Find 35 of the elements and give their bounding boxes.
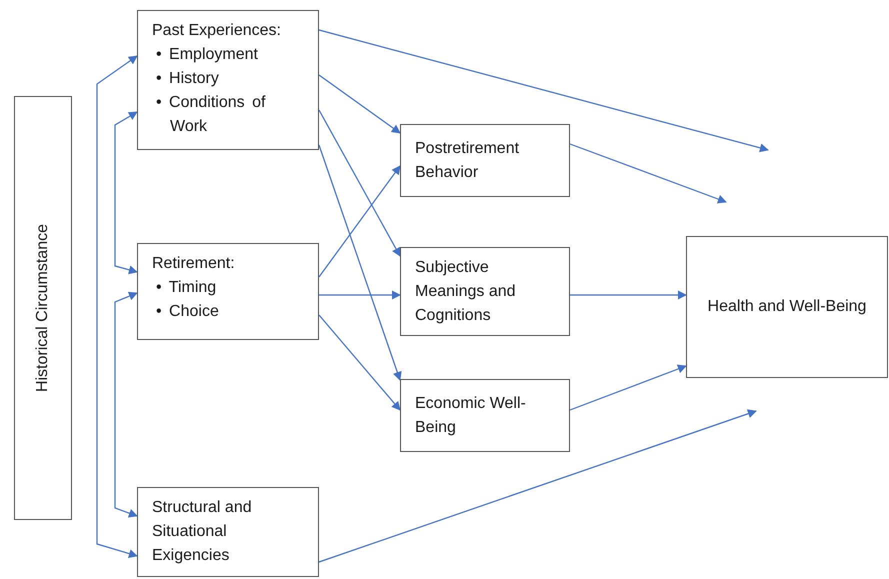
box-label: Economic Well-Being (415, 394, 527, 438)
list-item: • History (156, 69, 220, 89)
arrow (570, 143, 727, 204)
double-headed-arrow (96, 55, 138, 558)
list-item: • Choice (156, 302, 220, 322)
arrow (319, 290, 401, 300)
list-item: • Timing (156, 278, 218, 298)
process-box (137, 487, 319, 577)
box-heading: Past Experiences: (152, 21, 282, 41)
arrow (318, 409, 757, 563)
box-label: Postretirement Behavior (415, 138, 520, 182)
arrow (318, 314, 401, 411)
process-box (400, 124, 570, 197)
list-item: • Conditions of Work (156, 93, 266, 137)
arrow (318, 144, 402, 381)
process-box (686, 236, 888, 378)
process-box (400, 379, 570, 452)
arrow (318, 74, 401, 134)
double-headed-arrow (114, 292, 138, 518)
box-label: Structural and Situational Exigencies (152, 498, 253, 566)
box-heading: Retirement: (152, 254, 236, 274)
process-box (14, 96, 72, 520)
arrow (318, 29, 769, 152)
box-label: Subjective Meanings and Cognitions (415, 258, 517, 326)
process-box (400, 247, 570, 336)
box-label: Historical Circumstance (33, 224, 52, 392)
arrow (570, 290, 687, 300)
arrow (318, 110, 401, 257)
double-headed-arrow (114, 111, 138, 274)
process-box (137, 243, 319, 340)
arrow (570, 364, 687, 411)
box-label: Health and Well-Being (708, 297, 866, 317)
list-item: • Employment (156, 45, 259, 65)
arrow (318, 165, 401, 278)
process-box (137, 10, 319, 150)
